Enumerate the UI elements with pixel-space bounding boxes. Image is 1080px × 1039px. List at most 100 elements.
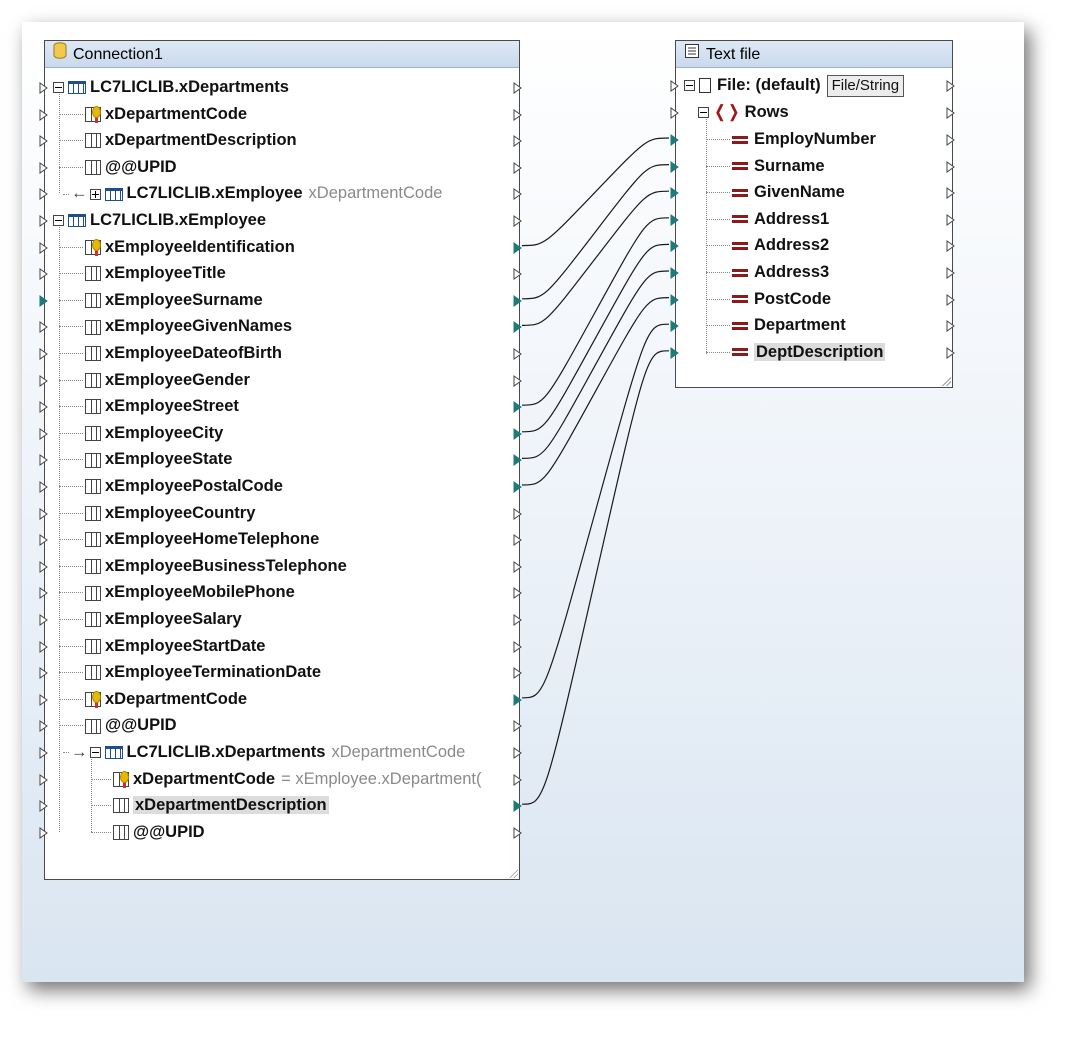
- mapping-connection[interactable]: [521, 137, 670, 247]
- output-port[interactable]: [513, 267, 523, 281]
- input-port[interactable]: [39, 826, 49, 839]
- input-port-icon[interactable]: [39, 667, 49, 680]
- input-port[interactable]: [39, 187, 49, 201]
- mapping-connection[interactable]: [521, 270, 670, 459]
- input-port-icon[interactable]: [670, 80, 680, 92]
- column-node[interactable]: xEmployeeSalary: [85, 606, 242, 632]
- connection1-titlebar[interactable]: Connection1: [45, 41, 519, 68]
- output-port[interactable]: [513, 81, 523, 94]
- input-port[interactable]: [39, 666, 49, 680]
- output-port-icon[interactable]: [513, 401, 523, 414]
- text-field-node[interactable]: Address3: [732, 259, 829, 285]
- input-port-icon[interactable]: [39, 587, 49, 600]
- output-port[interactable]: [513, 294, 523, 307]
- output-port-icon[interactable]: [513, 773, 523, 786]
- output-port-icon[interactable]: [513, 534, 523, 547]
- output-port-icon[interactable]: [513, 800, 523, 813]
- input-port-icon[interactable]: [670, 320, 680, 333]
- resize-grip-icon[interactable]: [941, 376, 951, 386]
- collapse-icon[interactable]: [684, 80, 695, 92]
- input-port-icon[interactable]: [39, 401, 49, 414]
- input-port-icon[interactable]: [39, 82, 49, 94]
- column-node[interactable]: xEmployeeTitle: [85, 260, 226, 286]
- input-port[interactable]: [39, 347, 49, 360]
- input-port-icon[interactable]: [670, 134, 680, 146]
- expand-icon[interactable]: [89, 188, 101, 200]
- input-port-icon[interactable]: [39, 800, 49, 813]
- input-port[interactable]: [39, 507, 49, 520]
- output-port-icon[interactable]: [513, 321, 523, 334]
- output-port[interactable]: [513, 134, 523, 148]
- output-port[interactable]: [513, 613, 523, 626]
- input-port[interactable]: [39, 746, 49, 759]
- output-port-icon[interactable]: [513, 507, 523, 520]
- input-port-icon[interactable]: [670, 346, 680, 359]
- output-port[interactable]: [946, 106, 956, 119]
- input-port[interactable]: [39, 400, 49, 414]
- input-port[interactable]: [39, 480, 49, 493]
- input-port[interactable]: [39, 108, 49, 121]
- column-node[interactable]: xDepartmentDescription: [113, 792, 329, 818]
- input-port[interactable]: [670, 106, 680, 119]
- output-port-icon[interactable]: [513, 640, 523, 653]
- output-port[interactable]: [513, 746, 523, 759]
- input-port-icon[interactable]: [39, 614, 49, 626]
- output-port[interactable]: [946, 293, 956, 306]
- output-port-icon[interactable]: [513, 82, 523, 94]
- input-port-icon[interactable]: [39, 640, 49, 653]
- input-port-icon[interactable]: [39, 454, 49, 467]
- column-node[interactable]: xEmployeeBusinessTelephone: [85, 553, 347, 579]
- output-port-icon[interactable]: [513, 747, 523, 759]
- output-port-icon[interactable]: [513, 826, 523, 839]
- output-port[interactable]: [513, 586, 523, 600]
- column-node[interactable]: xEmployeeHomeTelephone: [85, 526, 319, 552]
- output-port-icon[interactable]: [513, 614, 523, 626]
- column-node[interactable]: xDepartmentCode= xEmployee.xDepartment(: [113, 766, 482, 792]
- output-port-icon[interactable]: [513, 720, 523, 733]
- column-node[interactable]: xDepartmentCode: [85, 686, 247, 712]
- output-port-icon[interactable]: [513, 481, 523, 493]
- input-port[interactable]: [39, 134, 49, 148]
- output-port-icon[interactable]: [513, 693, 523, 706]
- output-port-icon[interactable]: [513, 427, 523, 440]
- input-port-icon[interactable]: [39, 188, 49, 201]
- output-port[interactable]: [513, 108, 523, 121]
- text-field-node[interactable]: Address2: [732, 232, 829, 258]
- text-field-node[interactable]: DeptDescription: [732, 339, 886, 365]
- column-node[interactable]: xDepartmentCode: [85, 101, 247, 127]
- input-port-icon[interactable]: [39, 241, 49, 254]
- column-node[interactable]: xEmployeeState: [85, 446, 232, 472]
- output-port-icon[interactable]: [946, 346, 956, 359]
- column-node[interactable]: xEmployeeCountry: [85, 500, 255, 526]
- input-port[interactable]: [670, 346, 680, 359]
- text-field-node[interactable]: EmployNumber: [732, 126, 876, 152]
- table-node[interactable]: LC7LICLIB.xDepartments: [53, 74, 289, 100]
- input-port-icon[interactable]: [39, 747, 49, 759]
- output-port[interactable]: [513, 693, 523, 706]
- mapping-connection[interactable]: [521, 323, 670, 699]
- output-port-icon[interactable]: [513, 241, 523, 254]
- column-node[interactable]: xEmployeeTerminationDate: [85, 659, 321, 685]
- input-port[interactable]: [670, 266, 680, 279]
- input-port-icon[interactable]: [670, 187, 680, 200]
- output-port[interactable]: [513, 453, 523, 467]
- output-port[interactable]: [513, 666, 523, 680]
- output-port[interactable]: [513, 533, 523, 547]
- resize-grip-icon[interactable]: [508, 868, 518, 878]
- input-port[interactable]: [39, 161, 49, 174]
- column-node[interactable]: xEmployeeStreet: [85, 393, 239, 419]
- output-port-icon[interactable]: [946, 267, 956, 279]
- file-row[interactable]: File: (default)File/String: [684, 72, 905, 98]
- input-port[interactable]: [39, 560, 49, 573]
- output-port-icon[interactable]: [513, 454, 523, 467]
- text-field-node[interactable]: PostCode: [732, 286, 831, 312]
- table-node[interactable]: LC7LICLIB.xEmployee: [53, 207, 266, 233]
- input-port[interactable]: [670, 186, 680, 200]
- input-port-icon[interactable]: [39, 215, 49, 227]
- output-port-icon[interactable]: [513, 135, 523, 148]
- input-port-icon[interactable]: [39, 481, 49, 493]
- output-port-icon[interactable]: [513, 215, 523, 227]
